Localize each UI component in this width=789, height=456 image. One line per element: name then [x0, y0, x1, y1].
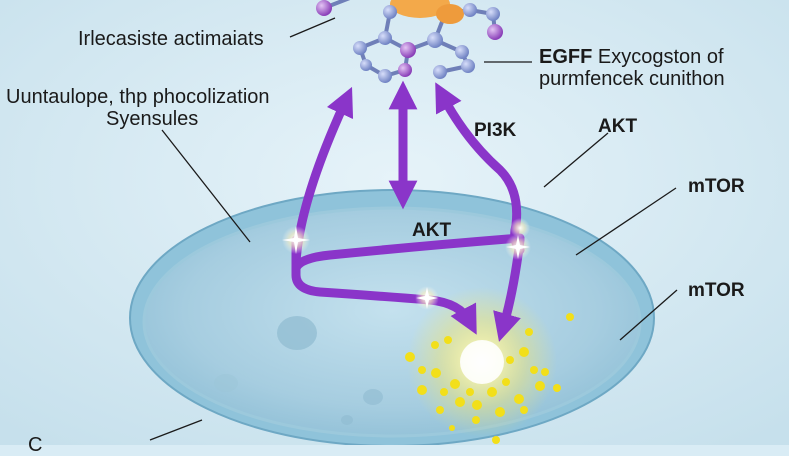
label-bottom-left-partial: C: [28, 434, 43, 456]
label-akt-center: AKT: [412, 220, 452, 241]
leader-top-left: [289, 17, 336, 38]
vesicle: [214, 374, 238, 392]
label-pi3k: PI3K: [474, 120, 517, 141]
label-egff-rest: Exycogston of: [597, 46, 724, 68]
diagram-canvas: [0, 0, 789, 445]
cell: [129, 189, 655, 445]
atom: [398, 63, 412, 77]
label-akt-right: AKT: [598, 116, 638, 137]
vesicle: [363, 389, 383, 405]
atom: [400, 42, 416, 58]
arrow-mid-horizontal: [291, 233, 525, 273]
atom: [316, 0, 332, 16]
atom: [427, 32, 443, 48]
leader-left-title: [161, 129, 251, 243]
sparkles: [282, 218, 531, 310]
label-top-left: Irlecasiste actimaiats: [78, 28, 264, 50]
molecule-core: [390, 0, 450, 18]
leader-akt-right: [543, 132, 609, 188]
leader-mtor-bottom: [619, 289, 678, 341]
cell-membrane-inner: [142, 206, 642, 438]
vesicle: [341, 415, 353, 425]
atom: [383, 5, 397, 19]
label-egff: EGFF Exycogston of: [539, 46, 724, 68]
atom: [487, 24, 503, 40]
signal-particles: [405, 313, 574, 444]
molecule: [316, 0, 503, 83]
atom: [455, 45, 469, 59]
vesicle: [277, 316, 317, 350]
atom: [360, 59, 372, 71]
label-egff-line2: purmfencek cunithon: [539, 68, 725, 90]
label-left-title-line1: Uuntaulope, thp phocolization: [6, 86, 270, 108]
atom: [378, 69, 392, 83]
atom: [378, 31, 392, 45]
arrow-left-up: [291, 235, 477, 335]
atom: [461, 59, 475, 73]
leader-lines: [149, 17, 678, 441]
label-egff-bold: EGFF: [539, 46, 593, 68]
leader-mtor-top: [575, 187, 677, 256]
leader-bottom-left: [149, 419, 203, 441]
atom: [433, 65, 447, 79]
label-mtor-bottom: mTOR: [688, 280, 745, 301]
label-mtor-top: mTOR: [688, 176, 745, 197]
atom: [353, 41, 367, 55]
label-left-title-line2: Syensules: [106, 108, 199, 130]
atom: [486, 7, 500, 21]
atom: [463, 3, 477, 17]
